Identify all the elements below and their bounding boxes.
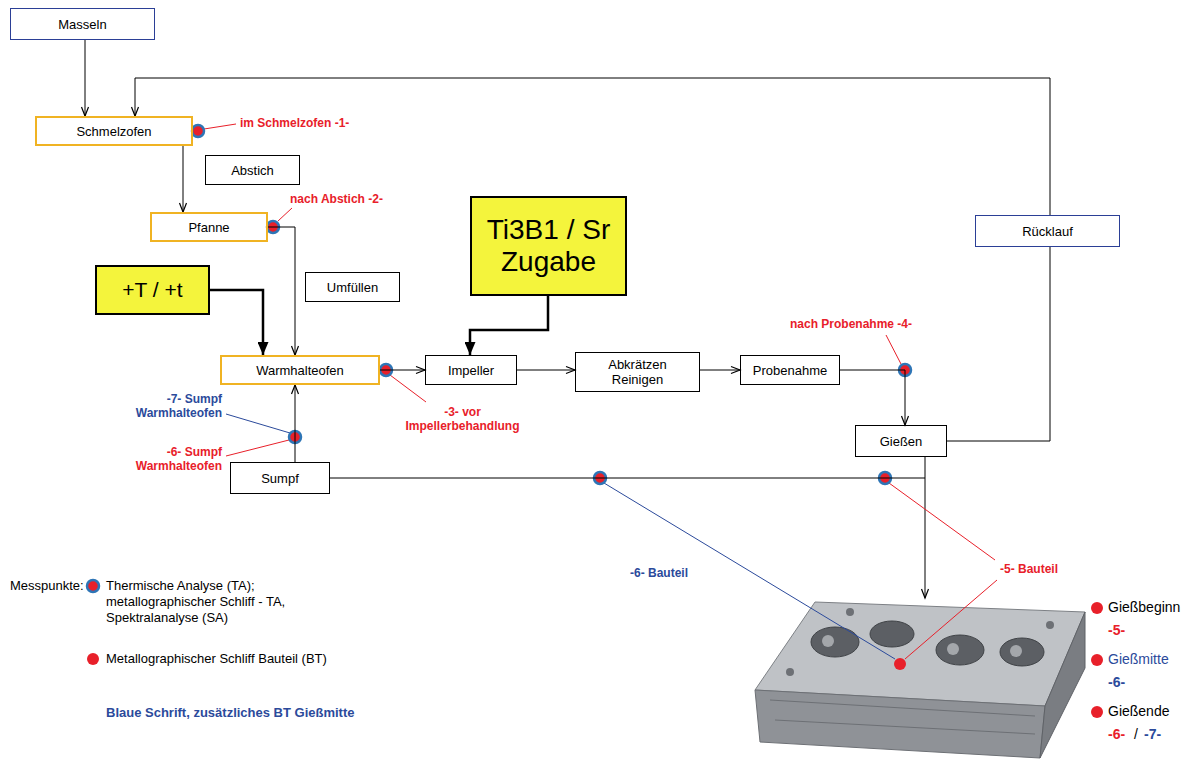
head-top-face [755, 602, 1085, 706]
process-box: Impeller [425, 355, 517, 385]
legend-text: Metallographischer Schliff Bauteil (BT) [106, 651, 327, 667]
callout-label: -7- [1144, 726, 1161, 742]
process-box: +T / +t [95, 265, 210, 315]
bolt-hole [846, 608, 854, 616]
casting-arrow [925, 478, 926, 598]
box-label: Rücklauf [1022, 224, 1073, 239]
process-box: Ti3B1 / Sr Zugabe [470, 196, 627, 296]
leader-line [905, 580, 997, 659]
callout-label: -3- vor Impellerbehandlung [395, 405, 530, 433]
cylinder-head-illustration [755, 602, 1085, 758]
box-label: Ti3B1 / Sr Zugabe [479, 214, 619, 278]
process-box: Schmelzofen [35, 116, 193, 146]
head-front-face [755, 690, 1045, 758]
box-label: Warmhalteofen [256, 363, 344, 378]
box-label: +T / +t [122, 278, 182, 302]
process-box: Abkrätzen Reinigen [575, 352, 700, 392]
flow-arrow [183, 146, 184, 212]
box-label: Probenahme [753, 363, 827, 378]
legend-swatch [1091, 602, 1103, 614]
flow-arrow [295, 385, 296, 462]
callout-label: Blaue Schrift, zusätzliches BT Gießmitte [106, 705, 355, 720]
flow-arrow [700, 370, 740, 371]
legend-text: Gießmitte [1108, 651, 1169, 668]
process-box: Masseln [10, 8, 155, 40]
callout-label: -6- Bauteil [630, 566, 688, 580]
box-label: Masseln [58, 17, 106, 32]
leader-line [204, 124, 236, 129]
callout-label: nach Abstich -2- [290, 192, 383, 206]
callout-label: -5- Bauteil [1000, 562, 1058, 576]
process-box: Abstich [205, 155, 300, 185]
head-side-face [1040, 612, 1085, 758]
bolt-hole [1046, 621, 1054, 629]
leader-line [886, 335, 901, 364]
callout-label: -6- [1108, 674, 1125, 690]
flow-arrow [947, 247, 1050, 441]
legend-swatch [1091, 706, 1103, 718]
legend-sample-dot [87, 580, 99, 592]
leader-line [889, 483, 995, 560]
process-box: Sumpf [230, 462, 330, 494]
combustion-opening [870, 621, 914, 647]
combustion-opening [811, 627, 859, 657]
process-box: Gießen [855, 425, 947, 457]
box-label: Abstich [231, 163, 274, 178]
legend-swatch [87, 653, 99, 665]
process-box: Probenahme [740, 355, 840, 385]
legend-swatch [1091, 654, 1103, 666]
legend-text: Gießbeginn [1108, 599, 1180, 616]
flow-arrow [268, 227, 295, 355]
process-box: Umfüllen [305, 272, 400, 302]
callout-label: nach Probenahme -4- [790, 317, 912, 331]
flow-arrow [85, 40, 86, 116]
box-label: Gießen [880, 434, 923, 449]
callout-label: -6- [1108, 726, 1125, 742]
measuring-point [192, 125, 204, 137]
callout-label: / [1134, 726, 1138, 742]
callout-label: im Schmelzofen -1- [240, 116, 349, 130]
head-ridge [770, 700, 1035, 734]
valve-seat [947, 643, 959, 655]
bolt-hole [786, 668, 794, 676]
combustion-opening [936, 635, 984, 665]
process-box: Rücklauf [975, 215, 1120, 247]
callout-label: -5- [1108, 622, 1125, 638]
flow-arrow [330, 457, 925, 478]
valve-seat [1010, 645, 1022, 657]
box-label: Sumpf [261, 471, 299, 486]
callout-label: -6- Sumpf Warmhalteofen [112, 445, 222, 473]
callout-label: -7- Sumpf Warmhalteofen [112, 392, 222, 420]
flow-arrow [470, 296, 548, 355]
leader-lines [204, 124, 997, 659]
callout-label: Messpunkte: [10, 578, 84, 593]
flow-arrow [380, 370, 425, 371]
legend-text: Thermische Analyse (TA); metallographisc… [106, 578, 311, 626]
box-label: Schmelzofen [76, 124, 151, 139]
box-label: Pfanne [188, 220, 229, 235]
process-box: Pfanne [150, 212, 268, 242]
measuring-points [87, 125, 911, 592]
flow-arrow [840, 370, 905, 425]
box-label: Abkrätzen Reinigen [598, 357, 678, 387]
leader-line [278, 208, 292, 221]
combustion-opening [1000, 638, 1044, 666]
flow-arrow [517, 370, 575, 371]
box-label: Impeller [448, 363, 494, 378]
valve-seat [822, 635, 834, 647]
legend-text: Gießende [1108, 703, 1169, 720]
box-label: Umfüllen [327, 280, 378, 295]
sample-point-dot [894, 658, 906, 670]
leader-line [226, 440, 289, 456]
leader-line [390, 375, 426, 402]
leader-line [604, 483, 895, 659]
flow-arrow [210, 290, 263, 355]
leader-line [226, 414, 290, 433]
process-box: Warmhalteofen [220, 355, 380, 385]
flow-arrow [135, 78, 1050, 215]
